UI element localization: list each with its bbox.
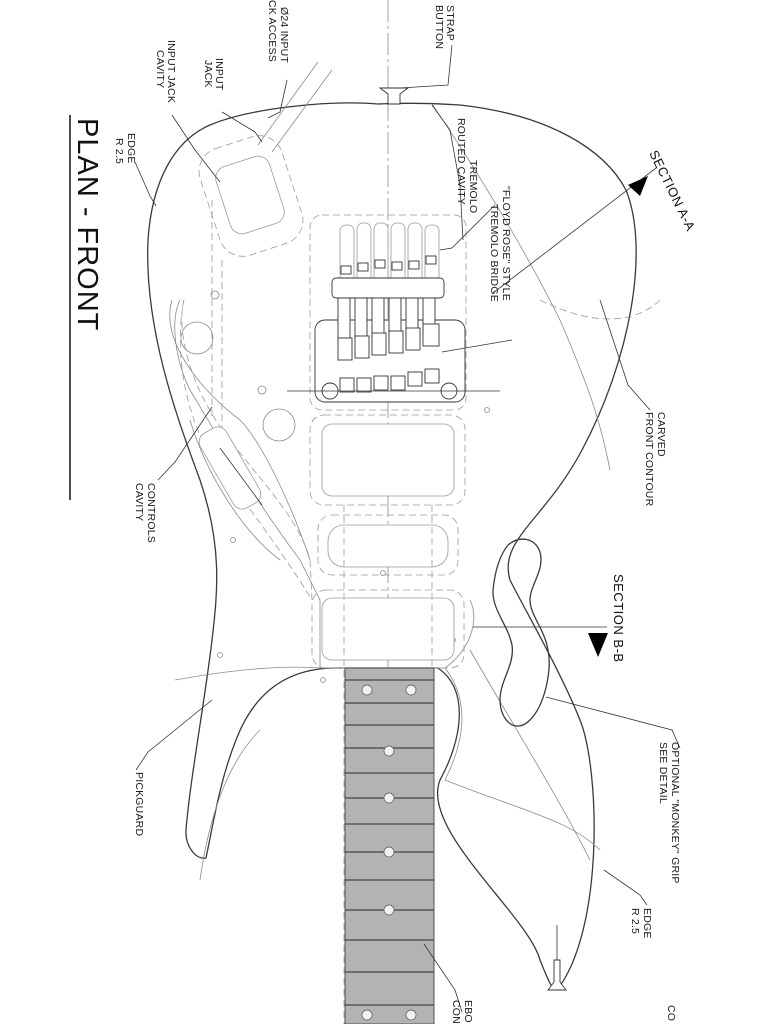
- label-ebony: EBO CON: [450, 1000, 474, 1024]
- svg-text:CON: CON: [450, 1000, 462, 1024]
- label-tremolo-cavity: TREMOLO ROUTED CAVITY: [455, 118, 479, 213]
- switch-slot-line: [219, 447, 263, 506]
- bridge-tail: [331, 277, 445, 299]
- svg-text:EDGE: EDGE: [641, 908, 653, 939]
- screw-hole: [484, 407, 490, 413]
- section-a-arrow: [628, 176, 648, 196]
- svg-text:CONTROLS: CONTROLS: [145, 483, 157, 543]
- svg-text:TREMOLO: TREMOLO: [467, 160, 479, 213]
- fret-inlays: [361, 684, 417, 1021]
- svg-text:R 2.5: R 2.5: [629, 908, 641, 934]
- spring-claws: [340, 255, 437, 275]
- label-input-jack-cavity: INPUT JACK CAVITY: [154, 40, 177, 103]
- label-pickguard: PICKGUARD: [133, 772, 145, 836]
- svg-text:STRAP: STRAP: [444, 5, 456, 41]
- svg-text:OPTIONAL "MONKEY" GRIP: OPTIONAL "MONKEY" GRIP: [669, 742, 681, 884]
- section-a-cut-line: [492, 167, 657, 294]
- pickguard-edge: [444, 599, 475, 669]
- label-edge-bottom: EDGE R 2.5: [629, 908, 653, 939]
- svg-text:TREMOLO BRIDGE: TREMOLO BRIDGE: [488, 204, 500, 302]
- tremolo-springs: [339, 222, 440, 286]
- contour-line: [539, 299, 661, 320]
- drawing-title: PLAN - FRONT: [71, 118, 103, 331]
- svg-text:INPUT: INPUT: [213, 58, 225, 91]
- contour-line: [169, 299, 311, 561]
- svg-text:FRONT CONTOUR: FRONT CONTOUR: [643, 412, 655, 507]
- saddles: [337, 323, 440, 361]
- switch-slot: [198, 426, 262, 510]
- screw-hole: [257, 385, 267, 395]
- section-b-label: SECTION B-B: [611, 574, 626, 663]
- middle-pickup: [327, 524, 449, 568]
- input-access-line: [271, 69, 333, 153]
- bridge-pickup-route: [309, 414, 466, 506]
- svg-text:PICKGUARD: PICKGUARD: [133, 772, 145, 836]
- pickguard-edge: [469, 649, 591, 861]
- svg-text:INPUT JACK: INPUT JACK: [165, 40, 177, 103]
- leader-lines: [134, 44, 681, 1013]
- label-input-access: Ø24 INPUT CK ACCESS: [266, 0, 290, 63]
- svg-text:Ø24 INPUT: Ø24 INPUT: [278, 7, 290, 63]
- input-access-line: [257, 61, 319, 146]
- svg-text:SEE DETAIL: SEE DETAIL: [657, 742, 669, 804]
- svg-text:CO: CO: [665, 1005, 677, 1021]
- bridge-pickup: [321, 423, 455, 497]
- pot-hole: [180, 321, 214, 355]
- wire-channel: [211, 200, 223, 430]
- label-edge-top: EDGE R 2.5: [113, 133, 137, 164]
- svg-text:CK ACCESS: CK ACCESS: [266, 0, 278, 62]
- contour-line: [431, 103, 611, 471]
- label-controls-cavity: CONTROLS CAVITY: [133, 483, 157, 543]
- strap-button-bottom: [547, 959, 567, 991]
- label-carved-contour: CARVED FRONT CONTOUR: [643, 412, 667, 507]
- screw-hole: [210, 290, 220, 300]
- section-a-label: SECTION A-A: [646, 148, 698, 234]
- body-outline: [147, 102, 637, 991]
- svg-text:EDGE: EDGE: [125, 133, 137, 164]
- svg-text:CAVITY: CAVITY: [133, 483, 145, 521]
- screw-hole: [380, 570, 386, 576]
- neck-pickup: [321, 597, 455, 661]
- label-input-jack: INPUT JACK: [202, 58, 225, 91]
- fretboard: [344, 667, 435, 1024]
- svg-text:JACK: JACK: [202, 60, 214, 88]
- label-floyd-rose: "FLOYD ROSE" STYLE TREMOLO BRIDGE: [488, 186, 512, 302]
- pot-hole: [262, 408, 296, 442]
- input-jack-plate: [215, 155, 285, 235]
- svg-text:ROUTED CAVITY: ROUTED CAVITY: [455, 118, 467, 205]
- svg-text:CAVITY: CAVITY: [154, 50, 166, 88]
- label-strap-button: STRAP BUTTON: [433, 5, 456, 49]
- controls-cavity-outline: [179, 299, 313, 601]
- monkey-grip: [492, 538, 550, 727]
- screw-hole: [230, 537, 236, 543]
- screw-hole: [320, 677, 326, 683]
- screw-hole: [217, 652, 223, 658]
- svg-text:R 2.5: R 2.5: [113, 138, 125, 164]
- string-locks: [339, 368, 440, 393]
- svg-text:BUTTON: BUTTON: [433, 5, 445, 49]
- section-b-arrow: [588, 633, 608, 657]
- svg-text:EBO: EBO: [462, 1000, 474, 1023]
- svg-text:"FLOYD ROSE" STYLE: "FLOYD ROSE" STYLE: [500, 186, 512, 301]
- frets: [345, 679, 434, 1006]
- svg-text:CARVED: CARVED: [655, 412, 667, 457]
- strap-button-top: [378, 87, 410, 105]
- pickguard-edge: [174, 666, 321, 681]
- pickguard-edge: [189, 419, 281, 561]
- label-corner: CO: [665, 1005, 677, 1021]
- label-monkey-grip: OPTIONAL "MONKEY" GRIP SEE DETAIL: [657, 742, 681, 884]
- pickguard-edge: [199, 729, 261, 881]
- middle-pickup-route: [317, 514, 459, 576]
- tremolo-cavity-outline: [309, 214, 467, 411]
